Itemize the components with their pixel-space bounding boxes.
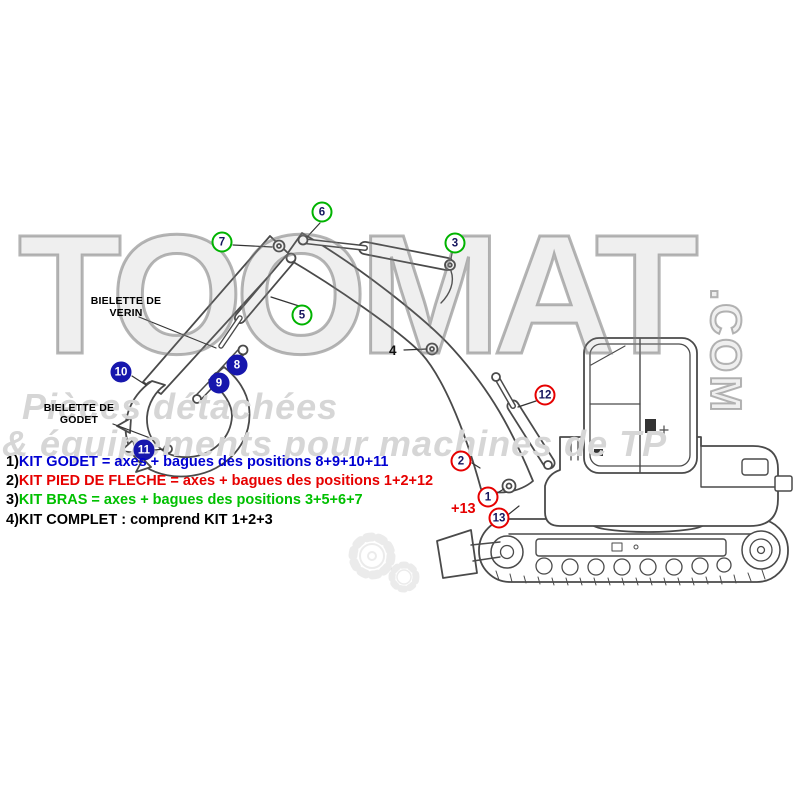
position-marker-10: 10 [110,361,132,383]
legend-line-4-text: KIT COMPLET : comprend KIT 1+2+3 [18,511,273,528]
legend-line-3-text: KIT BRAS = axes + bagues des positions 3… [18,492,363,509]
position-marker-9: 9 [208,372,230,394]
label-bielette-de-godet: BIELETTE DE GODET [40,402,118,426]
position-marker-1: 1 [477,486,499,508]
position-label-4: 4 [389,343,397,358]
position-marker-7: 7 [211,231,233,253]
legend-line-2: 2)KIT PIED DE FLECHE = axes + bagues des… [6,472,433,491]
legend-line-4: 4)KIT COMPLET : comprend KIT 1+2+3 [6,511,433,530]
position-marker-5: 5 [291,304,313,326]
legend-line-3-prefix: 3) [6,492,19,509]
position-marker-6: 6 [311,201,333,223]
legend-line-1: 1)KIT GODET = axes + bagues des position… [6,453,433,472]
label-bielette-de-godet-line2: GODET [59,413,99,426]
label-bielette-de-verin-line2: VERIN [109,306,143,319]
label-bielette-de-verin-line1: BIELETTE DE [90,295,162,307]
position-marker-13: 13 [488,507,510,529]
position-marker-8: 8 [226,354,248,376]
position-marker-2: 2 [450,450,472,472]
legend: 1)KIT GODET = axes + bagues des position… [6,453,433,530]
legend-line-1-text: KIT GODET = axes + bagues des positions … [18,454,389,470]
position-marker-12: 12 [534,384,556,406]
legend-line-2-text: KIT PIED DE FLECHE = axes + bagues des p… [18,473,434,490]
legend-line-1-prefix: 1) [6,454,19,470]
position-marker-3: 3 [444,232,466,254]
legend-wrap-fragment: +13 [451,501,476,517]
legend-line-4-prefix: 4) [6,511,19,528]
legend-line-3: 3)KIT BRAS = axes + bagues des positions… [6,491,433,510]
label-bielette-de-godet-line1: BIELETTE DE [43,402,115,414]
legend-line-2-prefix: 2) [6,473,19,490]
label-bielette-de-verin: BIELETTE DE VERIN [88,295,164,319]
position-marker-11: 11 [133,439,155,461]
